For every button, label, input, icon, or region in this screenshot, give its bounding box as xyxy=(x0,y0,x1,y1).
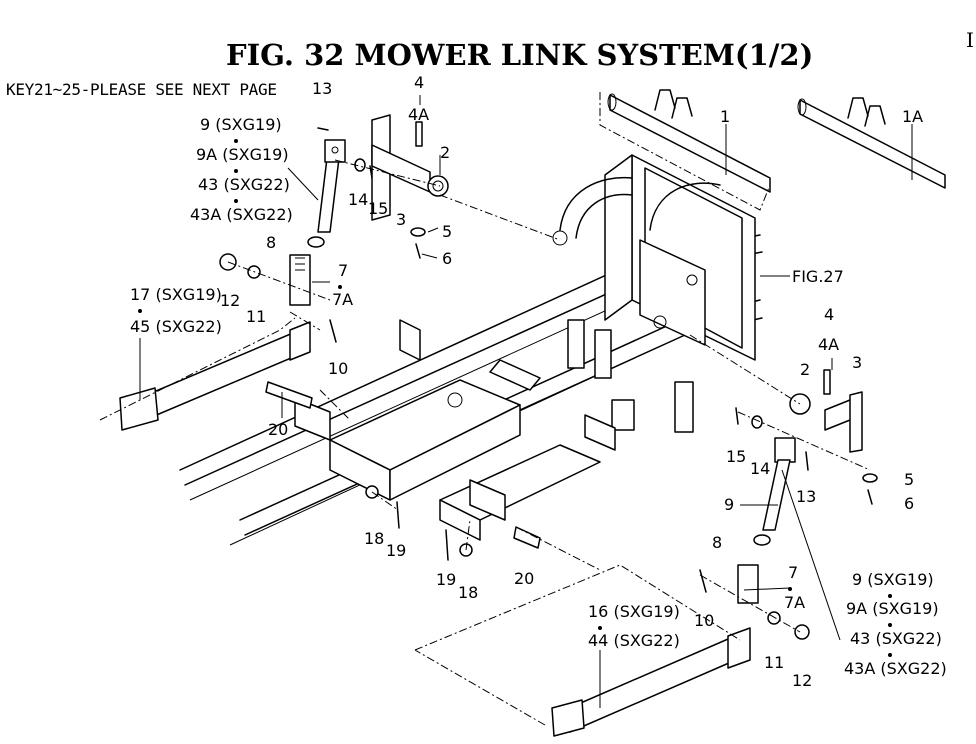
callout-1: 1 xyxy=(720,107,730,126)
callout-20b: 20 xyxy=(514,569,534,588)
callout-11b: 11 xyxy=(764,653,784,672)
callout-20a: 20 xyxy=(268,420,288,439)
callout-2a: 2 xyxy=(440,143,450,162)
right-link-assembly xyxy=(365,369,878,737)
callout-9a: 9 (SXG19) xyxy=(200,115,282,134)
callout-4Aa: 4A xyxy=(408,105,429,124)
callout-7Aa: 7A xyxy=(332,290,353,309)
link-shaft-1 xyxy=(599,89,771,211)
callout-43Ac: 43A (SXG22) xyxy=(844,659,947,678)
callout-43Aa: 43A (SXG22) xyxy=(190,205,293,224)
callout-4a: 4 xyxy=(414,73,424,92)
callout-fig27: FIG.27 xyxy=(792,267,844,286)
callout-18a: 18 xyxy=(364,529,384,548)
link-shaft-1A xyxy=(797,97,946,189)
callout-6b: 6 xyxy=(904,494,914,513)
callout-8b: 8 xyxy=(712,533,722,552)
callout-13b: 13 xyxy=(796,487,816,506)
leader-lines xyxy=(139,95,913,708)
page-edge-mark: I xyxy=(966,28,974,52)
callout-13a: 13 xyxy=(312,79,332,98)
main-frame xyxy=(179,154,763,546)
callout-7Ab: 7A xyxy=(784,593,805,612)
callout-10a: 10 xyxy=(328,359,348,378)
callout-9c: 9 (SXG19) xyxy=(852,570,934,589)
callout-4b: 4 xyxy=(824,305,834,324)
callout-43a: 43 (SXG22) xyxy=(198,175,290,194)
assembly-lines xyxy=(227,159,871,633)
callout-19b: 19 xyxy=(436,570,456,589)
callout-16: 16 (SXG19) xyxy=(588,602,680,621)
callout-43c: 43 (SXG22) xyxy=(850,629,942,648)
callout-6a: 6 xyxy=(442,249,452,268)
callout-3b: 3 xyxy=(852,353,862,372)
callout-12a: 12 xyxy=(220,291,240,310)
callout-3a: 3 xyxy=(396,210,406,229)
callout-17: 17 (SXG19) xyxy=(130,285,222,304)
callout-5b: 5 xyxy=(904,470,914,489)
figure-title: FIG. 32 MOWER LINK SYSTEM(1/2) xyxy=(226,38,813,72)
callout-9b: 9 xyxy=(724,495,734,514)
callouts: 13 4 4A 9 (SXG19) 9A (SXG19) 43 (SXG22) … xyxy=(130,73,947,690)
callout-9Ac: 9A (SXG19) xyxy=(846,599,939,618)
callout-14a: 14 xyxy=(348,190,368,209)
callout-4Ab: 4A xyxy=(818,335,839,354)
callout-15b: 15 xyxy=(726,447,746,466)
callout-2b: 2 xyxy=(800,360,810,379)
callout-12b: 12 xyxy=(792,671,812,690)
callout-18b: 18 xyxy=(458,583,478,602)
callout-7b: 7 xyxy=(788,563,798,582)
callout-8a: 8 xyxy=(266,233,276,252)
callout-1A: 1A xyxy=(902,107,923,126)
callout-10b: 10 xyxy=(694,611,714,630)
callout-9Aa: 9A (SXG19) xyxy=(196,145,289,164)
callout-5a: 5 xyxy=(442,222,452,241)
callout-14b: 14 xyxy=(750,459,770,478)
see-next-page-note: KEY21~25-PLEASE SEE NEXT PAGE xyxy=(6,80,277,99)
callout-44: 44 (SXG22) xyxy=(588,631,680,650)
callout-45: 45 (SXG22) xyxy=(130,317,222,336)
callout-19a: 19 xyxy=(386,541,406,560)
callout-7a: 7 xyxy=(338,261,348,280)
callout-15a: 15 xyxy=(368,199,388,218)
callout-11a: 11 xyxy=(246,307,266,326)
